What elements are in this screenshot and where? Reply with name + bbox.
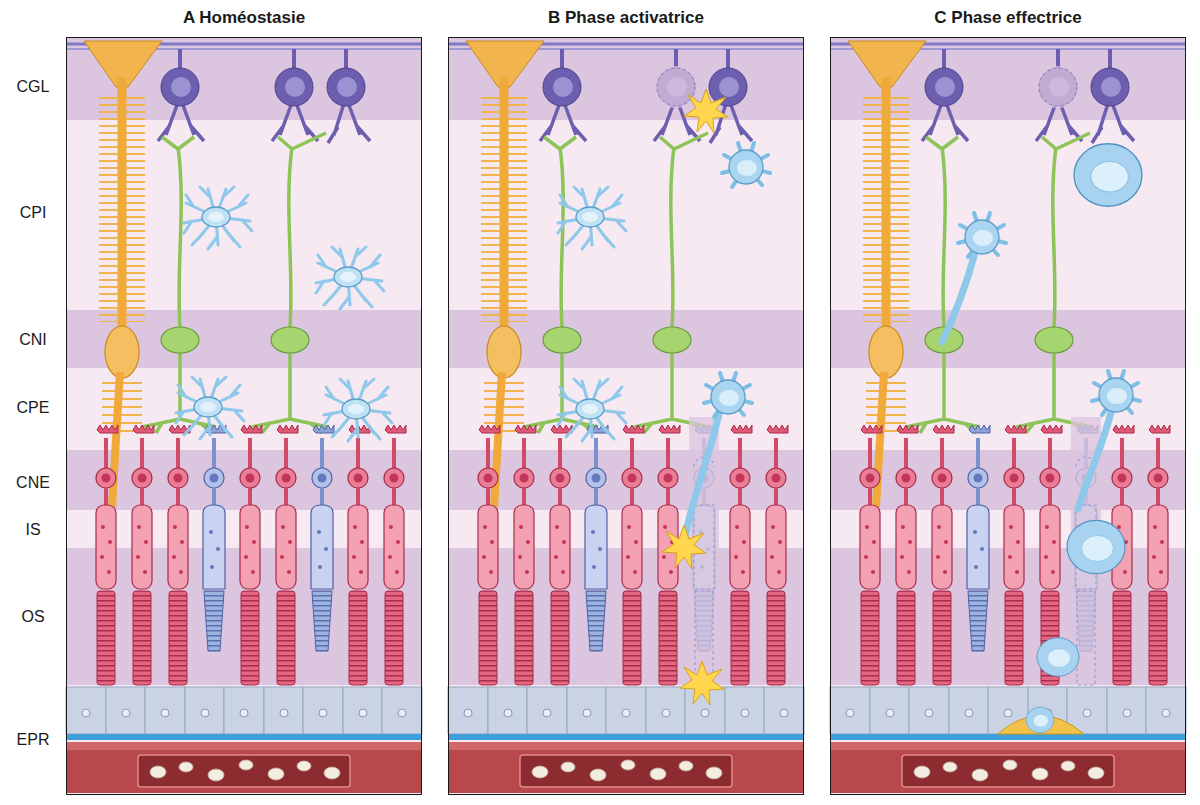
- panel-title: C Phase effectrice: [831, 8, 1185, 28]
- layer-label: EPR: [2, 730, 64, 750]
- panel-frame: B Phase activatrice: [448, 37, 804, 795]
- panel-title: A Homéostasie: [67, 8, 421, 28]
- layer-label: CPI: [2, 203, 64, 223]
- layer-label: CGL: [2, 77, 64, 97]
- layer-label: IS: [2, 520, 64, 540]
- layer-label: CNI: [2, 330, 64, 350]
- panel-frame: C Phase effectrice: [830, 37, 1186, 795]
- panel-effector: [830, 37, 1186, 795]
- panel-title: B Phase activatrice: [449, 8, 803, 28]
- panel-frame: A Homéostasie: [66, 37, 422, 795]
- panel-homeostasis: [66, 37, 422, 795]
- layer-label: CPE: [2, 398, 64, 418]
- panel-activation: [448, 37, 804, 795]
- layer-label: CNE: [2, 473, 64, 493]
- layer-label: OS: [2, 607, 64, 627]
